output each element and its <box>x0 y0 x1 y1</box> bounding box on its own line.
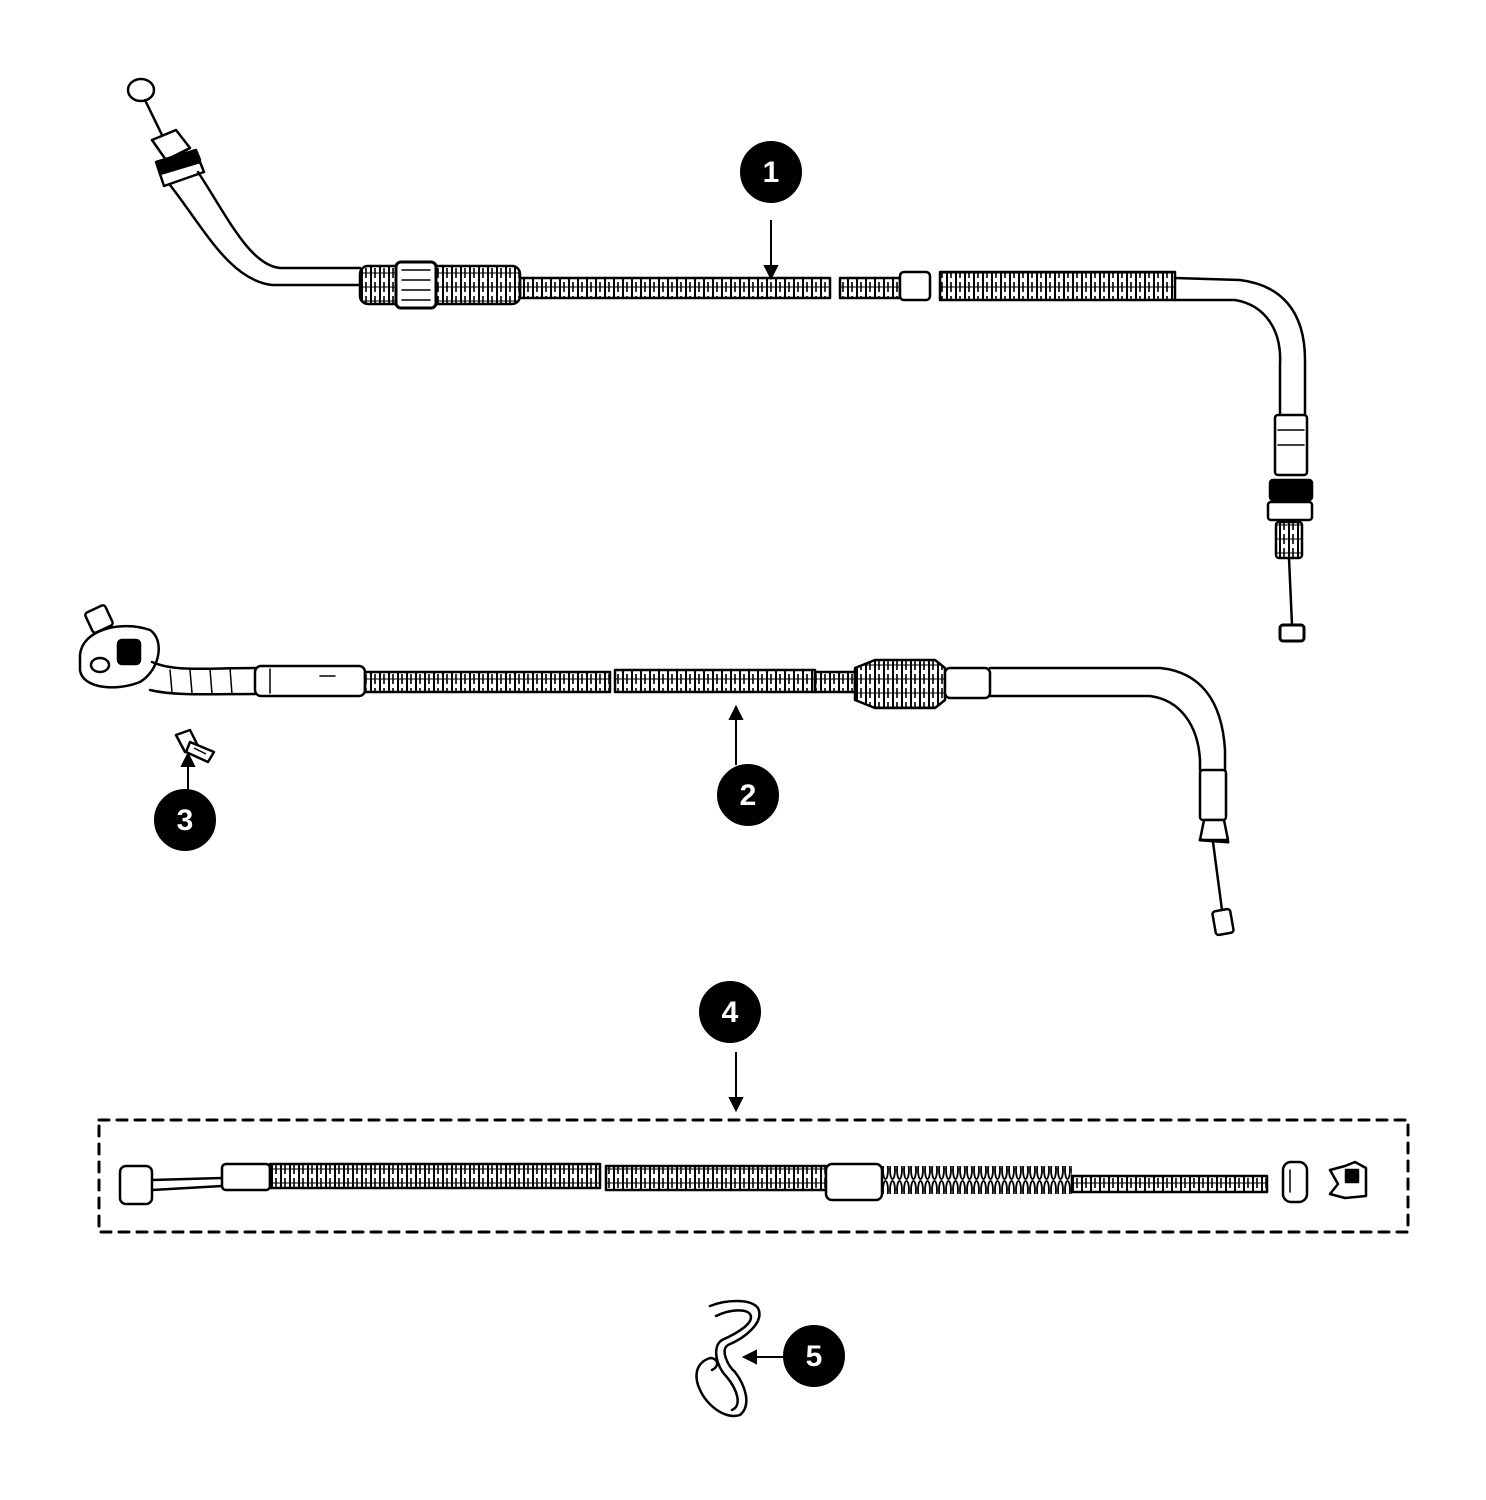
cable-2 <box>78 604 1235 937</box>
callout-1: 1 <box>740 141 802 281</box>
callouts: 1 2 3 4 5 <box>154 141 845 1387</box>
cable-1-ball-end <box>126 77 156 103</box>
callout-2: 2 <box>717 704 779 826</box>
cable-1 <box>126 77 1314 643</box>
clip-5 <box>695 1299 761 1418</box>
callout-4-label: 4 <box>722 996 739 1029</box>
callout-5-label: 5 <box>806 1340 823 1373</box>
callout-3: 3 <box>154 751 216 851</box>
kit-4-dashed-frame <box>97 1118 1410 1234</box>
callout-2-label: 2 <box>740 779 757 812</box>
callout-1-label: 1 <box>763 156 780 189</box>
callout-5: 5 <box>741 1325 845 1387</box>
kit-4 <box>97 1118 1410 1234</box>
callout-3-label: 3 <box>177 804 194 837</box>
screw-3 <box>174 728 216 764</box>
cable-2-barrel-end <box>1211 907 1235 937</box>
callout-4: 4 <box>699 981 761 1113</box>
cable-1-barrel-end <box>1278 623 1306 643</box>
